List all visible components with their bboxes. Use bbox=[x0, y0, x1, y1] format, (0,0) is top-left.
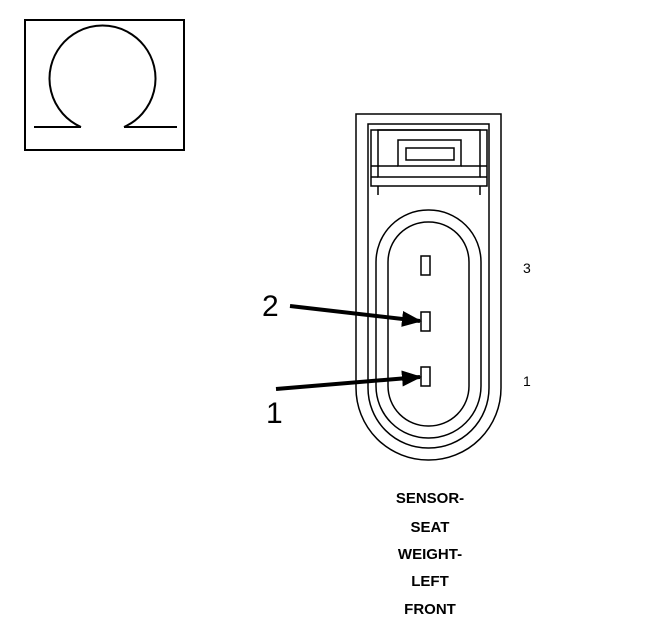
caption-line-2: SEAT bbox=[411, 519, 450, 536]
callout-arrows bbox=[275, 304, 422, 391]
terminals bbox=[420, 255, 431, 387]
ohm-icon bbox=[34, 24, 177, 128]
cavity-outer bbox=[375, 209, 482, 439]
cavity-inner bbox=[387, 221, 470, 427]
arrow-to-terminal-2 bbox=[289, 304, 422, 327]
pin-number-3: 3 bbox=[523, 260, 531, 276]
connector-outer-shell bbox=[355, 113, 502, 461]
ohm-symbol-box bbox=[24, 19, 185, 151]
callout-label-2: 2 bbox=[262, 290, 279, 323]
symbol-frame bbox=[24, 19, 185, 151]
connector-housing bbox=[355, 113, 502, 461]
locking-latch bbox=[370, 129, 488, 195]
caption-line-5: FRONT bbox=[404, 601, 456, 618]
caption-line-1: SENSOR- bbox=[396, 490, 464, 507]
connector-inner-shell bbox=[367, 123, 490, 449]
caption-line-4: LEFT bbox=[411, 573, 449, 590]
arrow-to-terminal-1 bbox=[275, 370, 422, 391]
terminal-1 bbox=[420, 366, 431, 387]
callout-label-1: 1 bbox=[266, 397, 283, 430]
component-caption: SENSOR- SEAT WEIGHT- LEFT FRONT bbox=[396, 490, 464, 618]
pin-number-1: 1 bbox=[523, 373, 531, 389]
terminal-2 bbox=[420, 311, 431, 332]
terminal-3 bbox=[420, 255, 431, 276]
caption-line-3: WEIGHT- bbox=[398, 546, 462, 563]
